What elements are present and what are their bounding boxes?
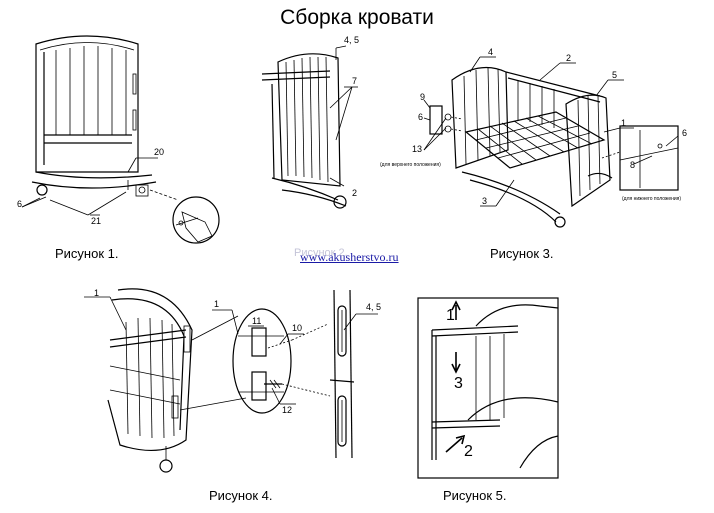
figure-3-drawing: 4 2 5 1 9 6 13 (для верхнего положения) … [380,47,687,228]
fig2-label-4-5: 4, 5 [344,35,359,45]
fig3-note-upper: (для верхнего положения) [380,162,441,168]
fig3-note-lower: (для нижнего положения) [622,196,681,202]
figure-5-drawing: 1 3 2 [417,297,559,479]
fig5-step-1: 1 [446,307,455,324]
figure-1-drawing: 20 6 21 [17,35,220,244]
caption-figure-1: Рисунок 1. [55,246,119,261]
fig5-step-3: 3 [454,375,463,392]
fig4-label-11: 11 [252,316,261,326]
figure-2-drawing: 4, 5 7 2 [261,35,359,209]
fig1-label-20: 20 [154,147,164,157]
fig1-label-6: 6 [17,199,22,209]
fig5-step-2: 2 [464,443,473,460]
fig2-label-2: 2 [352,188,357,198]
fig3-label-6a: 6 [418,112,423,122]
fig3-label-3: 3 [482,196,487,206]
fig3-label-8: 8 [630,160,635,170]
fig4-label-4-5: 4, 5 [366,302,381,312]
fig4-label-1-detail: 1 [214,299,219,309]
fig4-label-1-main: 1 [94,288,99,298]
fig3-label-13: 13 [412,144,422,154]
caption-figure-3: Рисунок 3. [490,246,554,261]
fig4-label-10: 10 [292,323,302,333]
fig2-label-7: 7 [352,76,357,86]
figure-4-drawing: 1 1 11 10 12 4, 5 [84,288,381,473]
caption-figure-5: Рисунок 5. [443,488,507,503]
fig3-label-1: 1 [621,118,626,128]
caption-figure-2-faded: Рисунок 2. [294,247,348,259]
fig1-label-21: 21 [91,216,101,226]
fig3-label-4: 4 [488,47,493,57]
fig3-label-9: 9 [420,92,425,102]
page-title: Сборка кровати [280,6,434,29]
caption-figure-4: Рисунок 4. [209,488,273,503]
fig3-label-5: 5 [612,70,617,80]
fig4-label-12: 12 [282,405,292,415]
fig3-label-6b: 6 [682,128,687,138]
watermark-link[interactable]: www.akusherstvo.ru [300,250,399,264]
fig3-label-2: 2 [566,53,571,63]
